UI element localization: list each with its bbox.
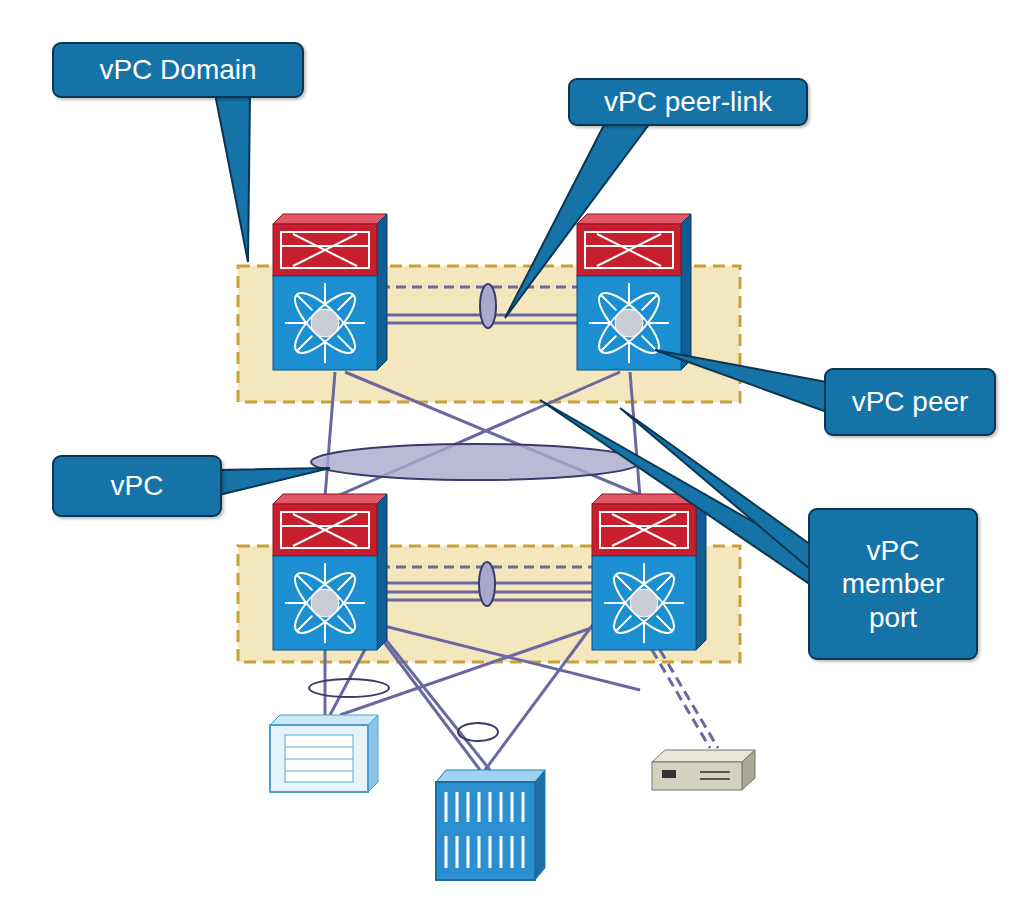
rack-slot [478, 792, 481, 822]
rack-slot [522, 836, 525, 868]
callout-text: vPC peer [852, 386, 969, 417]
callout-tail [620, 408, 811, 570]
server-rack [436, 770, 545, 880]
callout-box: vPC Domain [52, 42, 304, 98]
rack-slot [489, 836, 492, 868]
nexus-switch [577, 214, 691, 370]
callout-text: vPC member port [842, 535, 945, 633]
callout-text: vPC peer-link [604, 86, 772, 117]
rack-slot [511, 836, 514, 868]
nexus-switch [592, 494, 706, 650]
rack-slot [478, 836, 481, 868]
rack-slot [500, 836, 503, 868]
nexus-switch [273, 494, 387, 650]
rack-slot [511, 792, 514, 822]
rack-slot [467, 836, 470, 868]
appliance [652, 750, 755, 790]
rack-slot [445, 792, 448, 822]
rack-slot [456, 792, 459, 822]
rack-slot [445, 836, 448, 868]
callout-box: vPC member port [808, 508, 978, 660]
blade-chassis [270, 715, 378, 792]
callout-box: vPC [52, 455, 222, 517]
callout-text: vPC [111, 470, 164, 501]
callout-tail [215, 94, 250, 262]
rack-slot [467, 792, 470, 822]
nexus-switch [273, 214, 387, 370]
rack-slot [456, 836, 459, 868]
vpc-domain-band [238, 266, 740, 402]
callout-tail [505, 123, 650, 318]
rack-slot [522, 792, 525, 822]
callout-box: vPC peer-link [568, 78, 808, 126]
vpc-domain-band [238, 546, 740, 662]
callout-text: vPC Domain [99, 54, 256, 85]
callout-tail [219, 468, 330, 495]
callout-box: vPC peer [824, 368, 996, 436]
rack-slot [489, 792, 492, 822]
callout-tail [540, 400, 811, 585]
callout-tail [655, 350, 827, 412]
rack-slot [500, 792, 503, 822]
